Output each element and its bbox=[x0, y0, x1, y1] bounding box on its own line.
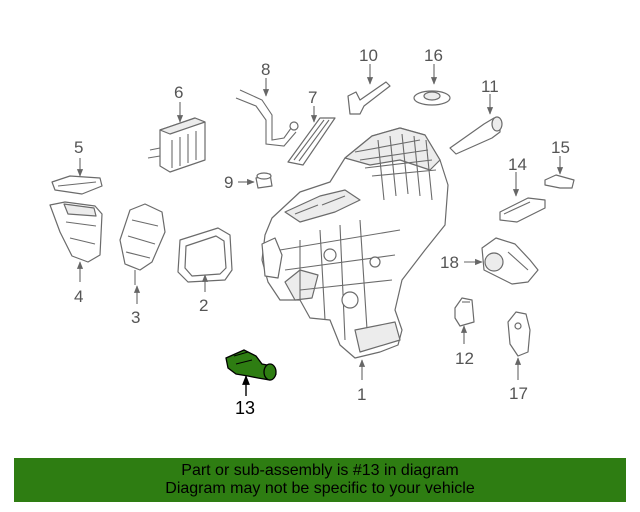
leader-lines bbox=[76, 64, 564, 396]
callout-2: 2 bbox=[199, 296, 208, 315]
callout-3: 3 bbox=[131, 308, 140, 327]
evaporator-part bbox=[147, 117, 206, 173]
gasket-part bbox=[177, 227, 233, 283]
footer-banner: Part or sub-assembly is #13 in diagram D… bbox=[14, 458, 626, 502]
filter-part-5 bbox=[51, 175, 103, 195]
bracket-part-10 bbox=[347, 81, 391, 115]
callout-labels: 1 2 3 4 5 6 7 8 9 10 11 12 14 15 16 17 1… bbox=[74, 46, 570, 418]
callout-1: 1 bbox=[357, 385, 366, 404]
sensor-part-11 bbox=[449, 116, 503, 155]
callout-15: 15 bbox=[551, 138, 570, 157]
callout-16: 16 bbox=[424, 46, 443, 65]
blower-part-18 bbox=[481, 237, 539, 285]
tubes-part-8 bbox=[235, 89, 299, 147]
callout-7: 7 bbox=[308, 88, 317, 107]
callout-8: 8 bbox=[261, 60, 270, 79]
callout-17: 17 bbox=[509, 384, 528, 403]
bracket-part-17 bbox=[507, 311, 531, 357]
callout-13[interactable]: 13 bbox=[235, 398, 255, 418]
callout-5: 5 bbox=[74, 138, 83, 157]
duct-part-3 bbox=[119, 203, 166, 285]
footer-line-2: Diagram may not be specific to your vehi… bbox=[165, 480, 475, 497]
filter-element-part-7 bbox=[287, 117, 336, 166]
callout-11: 11 bbox=[481, 77, 499, 96]
block-part-15 bbox=[544, 174, 575, 189]
callout-14: 14 bbox=[508, 155, 527, 174]
callout-10: 10 bbox=[359, 46, 378, 65]
callout-9: 9 bbox=[224, 173, 233, 192]
hvac-housing-part bbox=[261, 127, 449, 359]
callout-4: 4 bbox=[74, 287, 83, 306]
callout-18: 18 bbox=[440, 253, 459, 272]
duct-part-4 bbox=[49, 201, 103, 263]
callout-6: 6 bbox=[174, 83, 183, 102]
switch-part-12 bbox=[454, 297, 475, 327]
footer-line-1: Part or sub-assembly is #13 in diagram bbox=[181, 462, 459, 479]
grommet-part-16 bbox=[413, 90, 451, 106]
filter-part-14 bbox=[499, 197, 546, 223]
parts-diagram: 1 2 3 4 5 6 7 8 9 10 11 12 14 15 16 17 1… bbox=[49, 46, 575, 418]
connector-part-9 bbox=[255, 172, 273, 189]
highlighted-part-13[interactable] bbox=[225, 349, 277, 381]
callout-12: 12 bbox=[455, 349, 474, 368]
